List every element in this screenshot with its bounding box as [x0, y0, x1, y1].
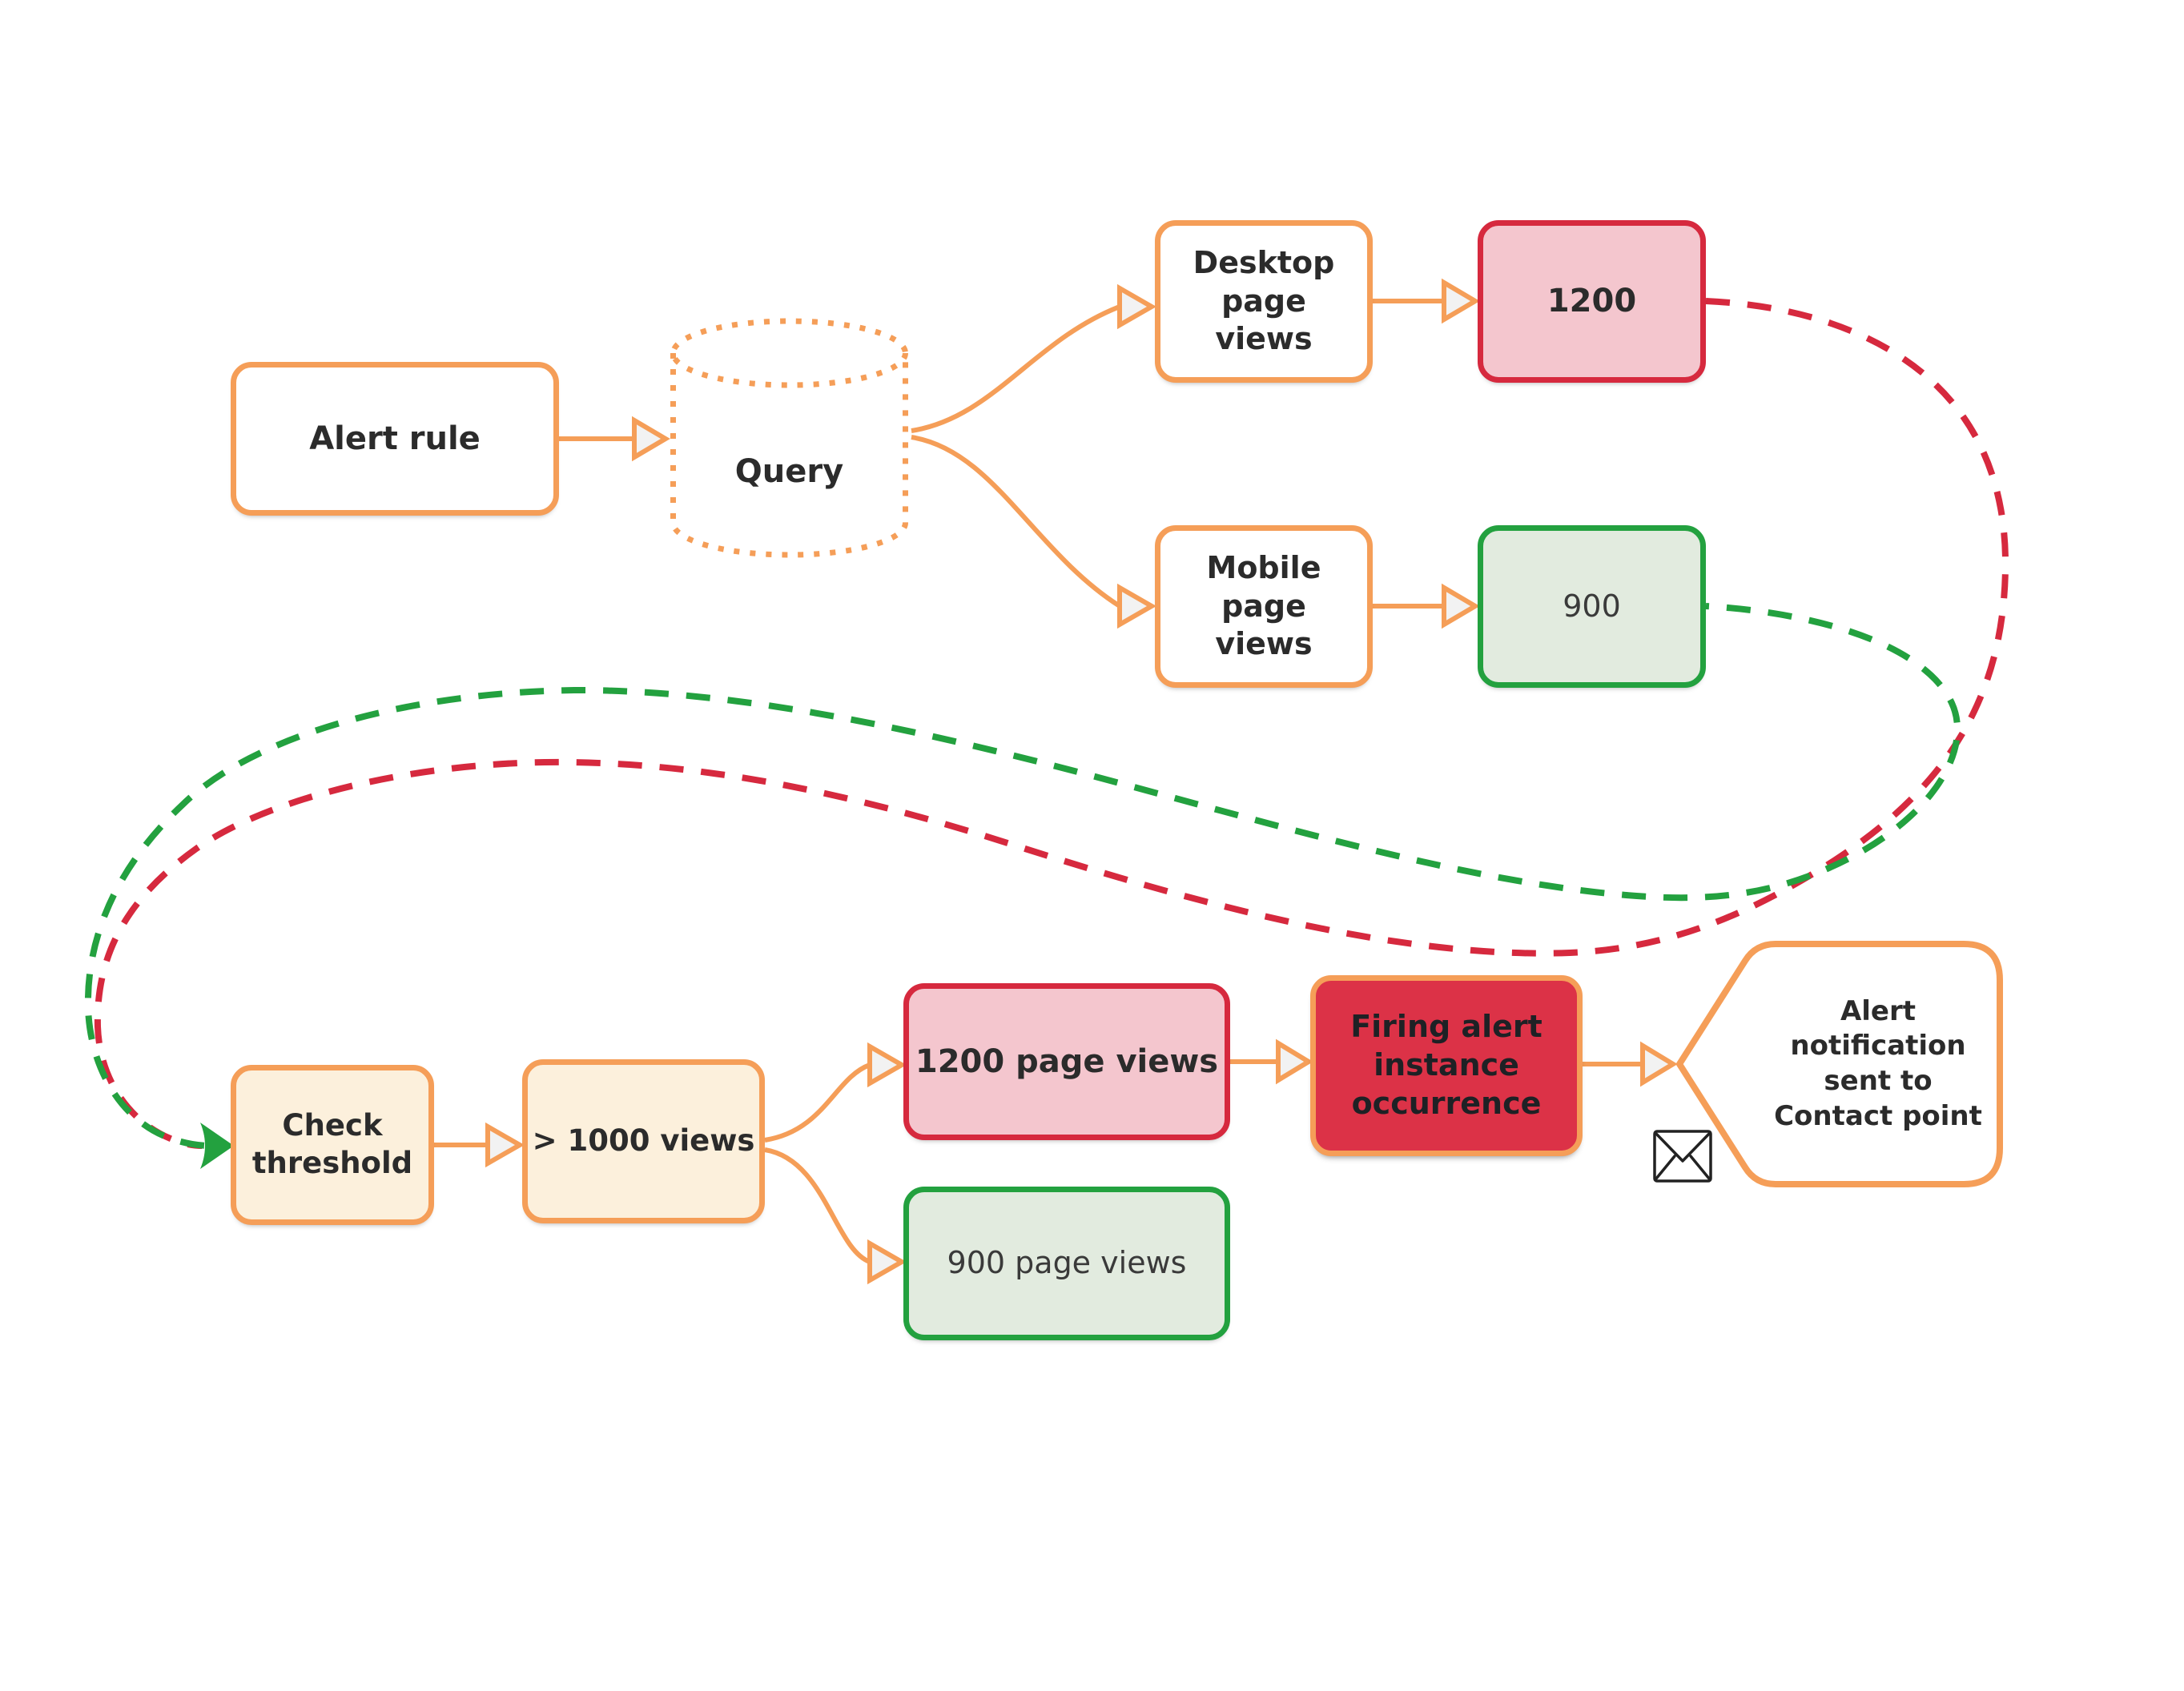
node-label: 900 page views	[947, 1245, 1187, 1281]
node-query: Query	[667, 316, 911, 563]
node-900-page-views: 900 page views	[903, 1187, 1230, 1340]
feedback-arrowhead-icon	[200, 1123, 234, 1169]
node-label: Alert notification sent to Contact point	[1774, 994, 1982, 1132]
arrowhead-icon	[867, 1042, 907, 1088]
arrowhead-icon	[1117, 283, 1157, 330]
arrowhead-icon	[1117, 583, 1157, 629]
node-label: Firing alert instance occurrence	[1350, 1009, 1542, 1121]
node-label: 1200 page views	[915, 1042, 1219, 1080]
node-desktop-page-views: Desktop page views	[1155, 220, 1373, 383]
node-mobile-page-views: Mobile page views	[1155, 525, 1373, 688]
arrowhead-icon	[1442, 583, 1480, 629]
email-icon	[1652, 1129, 1713, 1183]
node-mobile-value-900: 900	[1478, 525, 1706, 688]
database-cylinder-icon	[670, 318, 908, 558]
green-dashed-feedback-curve	[84, 603, 1961, 1149]
node-label: Alert rule	[309, 420, 481, 457]
arrowhead-icon	[1442, 278, 1480, 324]
node-label: 1200	[1546, 283, 1637, 320]
node-label: > 1000 views	[532, 1123, 755, 1159]
connector-query-to-desktop	[911, 304, 1121, 433]
node-alert-rule: Alert rule	[231, 362, 559, 516]
node-alert-notification: Alert notification sent to Contact point	[1675, 939, 2008, 1189]
node-label: Query	[734, 452, 844, 490]
node-label: 900	[1563, 588, 1621, 624]
arrowhead-icon	[485, 1122, 525, 1168]
arrowhead-icon	[632, 416, 670, 462]
node-label: Check threshold	[251, 1108, 413, 1180]
node-1200-page-views: 1200 page views	[903, 983, 1230, 1140]
arrowhead-icon	[1276, 1038, 1313, 1085]
node-firing-alert-instance: Firing alert instance occurrence	[1310, 975, 1583, 1156]
arrowhead-icon	[1640, 1041, 1678, 1087]
node-desktop-value-1200: 1200	[1478, 220, 1706, 383]
connector-condition-to-900pv	[764, 1147, 871, 1264]
node-check-threshold: Check threshold	[231, 1065, 434, 1225]
notification-pentagon-shape	[1676, 941, 2003, 1187]
node-threshold-condition: > 1000 views	[522, 1059, 765, 1223]
node-label: Desktop page views	[1193, 244, 1335, 357]
connector-condition-to-1200pv	[764, 1062, 871, 1143]
arrowhead-icon	[867, 1239, 907, 1285]
connector-query-to-mobile	[911, 435, 1121, 609]
node-label: Mobile page views	[1206, 549, 1321, 662]
envelope-icon	[1653, 1130, 1712, 1183]
